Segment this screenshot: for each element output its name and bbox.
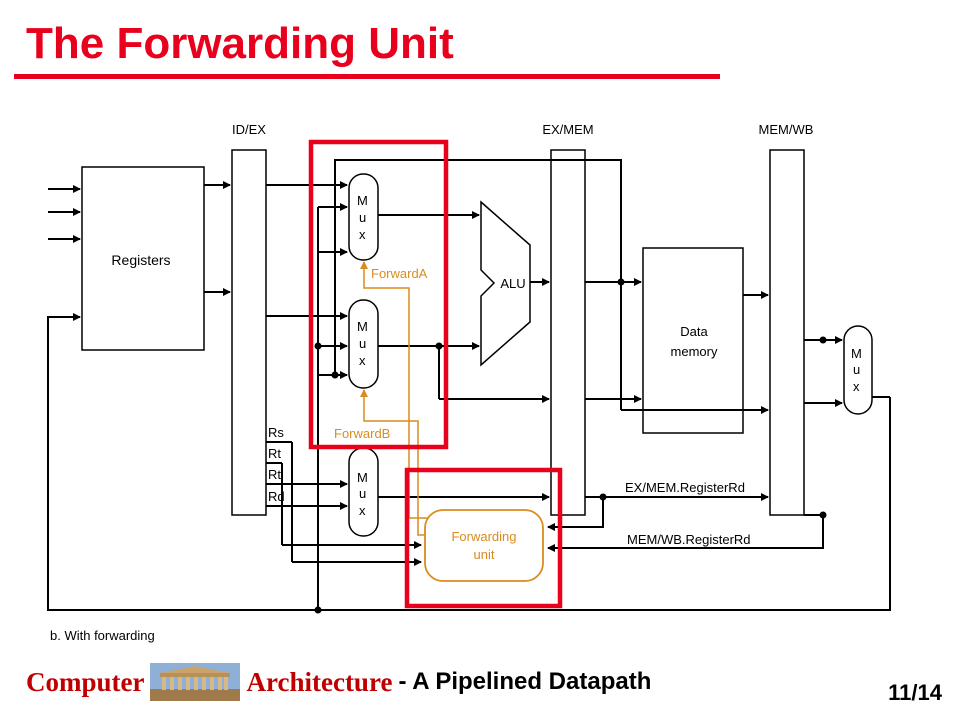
mux-a-letter-x: x bbox=[359, 227, 366, 242]
forwarding-unit-label-2: unit bbox=[474, 547, 495, 562]
field-rt-2: Rt bbox=[268, 467, 281, 482]
mux-highlight-box bbox=[308, 139, 449, 450]
forwarding-highlight-box bbox=[404, 467, 563, 609]
memwb-registerrd-label: MEM/WB.RegisterRd bbox=[627, 532, 751, 547]
alu-label: ALU bbox=[500, 276, 525, 291]
forwarding-unit-label-1: Forwarding bbox=[451, 529, 516, 544]
mux-writeback: M u x bbox=[843, 325, 873, 415]
exmem-register bbox=[550, 149, 586, 516]
field-rt-1: Rt bbox=[268, 446, 281, 461]
forwarding-unit bbox=[424, 509, 544, 582]
data-memory bbox=[642, 247, 744, 434]
exmem-label: EX/MEM bbox=[542, 122, 593, 137]
exmem-registerrd-label: EX/MEM.RegisterRd bbox=[625, 480, 745, 495]
field-rd: Rd bbox=[268, 489, 285, 504]
mux-regdst-letter-u: u bbox=[359, 486, 366, 501]
mux-b: M u x bbox=[348, 299, 379, 389]
mux-regdst-letter-x: x bbox=[359, 503, 366, 518]
footer: Computer Architecture - A Pipelined Data… bbox=[26, 662, 651, 702]
forwarding-datapath-diagram: ID/EX EX/MEM MEM/WB Registers M u x M u … bbox=[47, 122, 891, 643]
data-memory-label-1: Data bbox=[680, 324, 708, 339]
memwb-label: MEM/WB bbox=[759, 122, 814, 137]
mux-regdst: M u x bbox=[348, 447, 379, 537]
parthenon-icon bbox=[150, 663, 241, 701]
mux-a-letter-m: M bbox=[357, 193, 368, 208]
page-number: 11/14 bbox=[888, 680, 942, 705]
forward-a-label: ForwardA bbox=[371, 266, 428, 281]
footer-computer: Computer bbox=[26, 666, 145, 697]
idex-label: ID/EX bbox=[232, 122, 266, 137]
footer-architecture: Architecture bbox=[246, 666, 393, 697]
mux-b-letter-u: u bbox=[359, 336, 366, 351]
title-underline bbox=[14, 74, 720, 79]
alu bbox=[480, 200, 531, 367]
diagram-caption: b. With forwarding bbox=[50, 628, 155, 643]
mux-wb-letter-x: x bbox=[853, 379, 860, 394]
mux-a-letter-u: u bbox=[359, 210, 366, 225]
idex-register bbox=[231, 149, 267, 516]
registers-label: Registers bbox=[111, 252, 170, 268]
mux-wb-letter-m: M bbox=[851, 346, 862, 361]
register-file bbox=[81, 166, 205, 351]
forward-b-label: ForwardB bbox=[334, 426, 390, 441]
mux-a: M u x bbox=[348, 173, 379, 261]
data-memory-label-2: memory bbox=[671, 344, 718, 359]
page-title: The Forwarding Unit bbox=[26, 19, 454, 68]
mux-wb-letter-u: u bbox=[853, 362, 860, 377]
mux-b-letter-x: x bbox=[359, 353, 366, 368]
mux-b-letter-m: M bbox=[357, 319, 368, 334]
memwb-register bbox=[769, 149, 805, 516]
mux-regdst-letter-m: M bbox=[357, 470, 368, 485]
footer-subtitle: - A Pipelined Datapath bbox=[398, 668, 652, 695]
field-rs: Rs bbox=[268, 425, 284, 440]
